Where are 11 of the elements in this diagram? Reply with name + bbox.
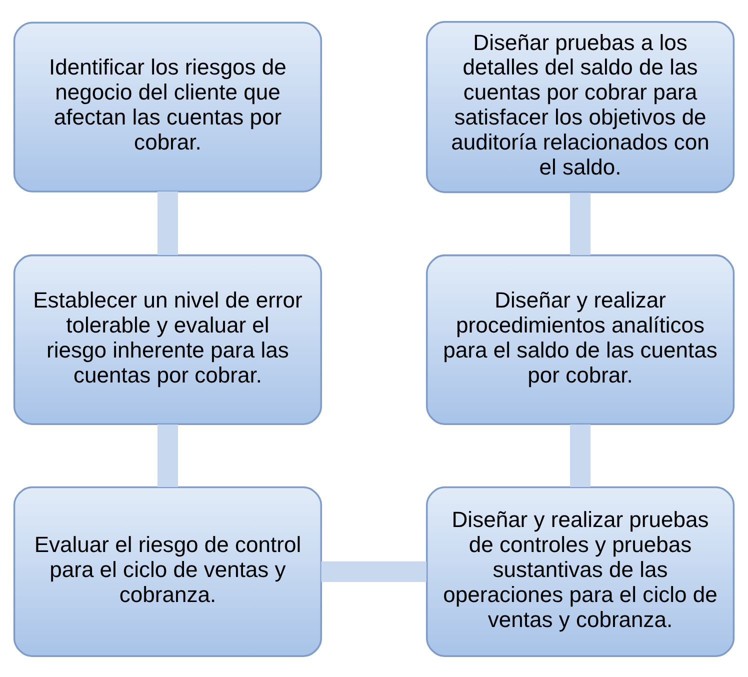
node-box: Diseñar y realizar pruebas de controles y pruebas sustantivas de las operaciones para el ciclo de ventas y cobranza. — [426, 486, 735, 656]
node-box: Evaluar el riesgo de control para el ciclo de ventas y cobranza. — [13, 486, 322, 656]
node-box: Establecer un nivel de error tolerable y evaluar el riesgo inherente para las cuentas por cobrar. — [13, 254, 322, 425]
connector — [157, 190, 178, 255]
node-box: Diseñar pruebas a los detalles del saldo de las cuentas por cobrar para satisfacer los objetivos de auditoría relacionados con el saldo. — [426, 20, 735, 193]
connector — [157, 424, 178, 486]
node-box: Diseñar y realizar procedimientos analíticos para el saldo de las cuentas por cobrar. — [426, 254, 735, 425]
connector — [321, 560, 426, 582]
node-box: Identificar los riesgos de negocio del cliente que afectan las cuentas por cobrar. — [13, 21, 322, 192]
connector — [570, 192, 591, 255]
connector — [570, 424, 591, 486]
